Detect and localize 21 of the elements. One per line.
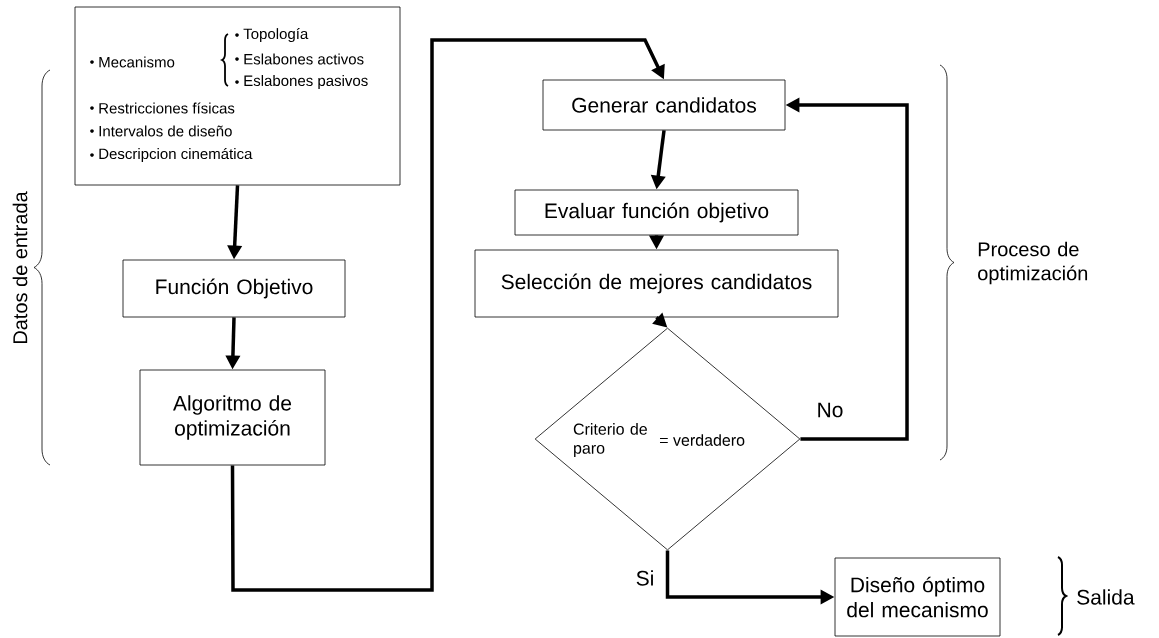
- process-box: Algoritmo de optimización: [139, 369, 326, 466]
- group-label: Salida: [1077, 589, 1135, 605]
- condition-text: Criterio de paro: [573, 423, 647, 457]
- edge-label: No: [815, 401, 845, 419]
- process-box: Selección de mejores candidatos: [474, 249, 839, 318]
- condition-text: = verdadero: [660, 434, 745, 446]
- list-item: Descripcion cinemática: [99, 147, 253, 163]
- process-box: Diseño óptimo del mecanismo: [834, 557, 1001, 637]
- list-item: Topología: [243, 27, 309, 43]
- list-item: Mecanismo: [99, 56, 175, 68]
- group-label: Proceso de optimización: [978, 241, 1088, 285]
- process-box: Evaluar función objetivo: [514, 189, 799, 236]
- arrow: [230, 38, 665, 592]
- group-label: Datos de entrada: [12, 191, 28, 344]
- process-box: Función Objetivo: [122, 259, 346, 318]
- list-item: Restricciones físicas: [99, 102, 235, 114]
- process-box: Generar candidatos: [542, 79, 786, 131]
- edge-label: Si: [634, 569, 656, 587]
- list-item: Eslabones pasivos: [244, 75, 368, 89]
- list-item: Intervalos de diseño: [99, 125, 232, 137]
- list-item: Eslabones activos: [244, 53, 364, 65]
